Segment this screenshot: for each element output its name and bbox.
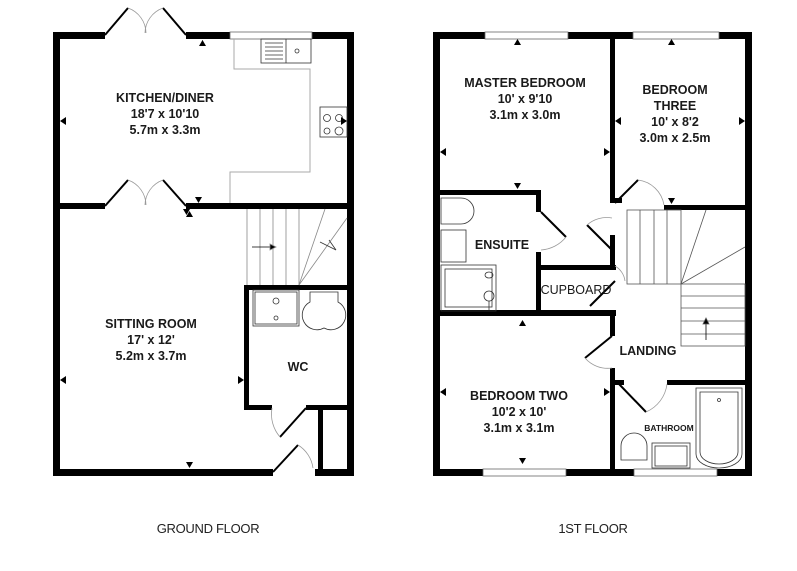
ground-floor-walls — [53, 32, 354, 476]
floor-title-first: 1ST FLOOR — [558, 521, 628, 536]
room-size-imperial: 10'2 x 10' — [491, 405, 547, 419]
room-label-cupboard: CUPBOARD — [541, 282, 612, 298]
room-label-ensuite: ENSUITE — [475, 237, 529, 253]
room-label-bedroom-two: BEDROOM TWO 10'2 x 10' 3.1m x 3.1m — [470, 388, 568, 436]
room-label-landing: LANDING — [620, 343, 677, 359]
room-size-metric: 5.2m x 3.7m — [115, 349, 187, 363]
room-size-imperial: 17' x 12' — [127, 333, 175, 347]
kitchen-sink-icon — [260, 38, 312, 64]
room-size-metric: 3.1m x 3.0m — [489, 108, 561, 122]
room-label-sitting-room: SITTING ROOM 17' x 12' 5.2m x 3.7m — [105, 316, 197, 364]
room-label-bathroom: BATHROOM — [644, 420, 693, 436]
room-name: ENSUITE — [474, 238, 530, 252]
room-name: WC — [287, 360, 309, 374]
ground-floor-doors — [104, 7, 307, 473]
room-name: BATHROOM — [644, 423, 694, 433]
room-name: KITCHEN/DINER — [116, 91, 214, 105]
first-stairs-icon — [626, 209, 746, 347]
room-label-master-bedroom: MASTER BEDROOM 10' x 9'10 3.1m x 3.0m — [464, 75, 586, 123]
room-name: MASTER BEDROOM — [464, 76, 586, 90]
room-label-kitchen-diner: KITCHEN/DINER 18'7 x 10'10 5.7m x 3.3m — [116, 90, 214, 138]
room-label-wc: WC — [288, 359, 309, 375]
room-size-imperial: 10' x 8'2 — [651, 115, 699, 129]
room-size-imperial: 10' x 9'10 — [497, 92, 553, 106]
room-label-bedroom-three: BEDROOM THREE 10' x 8'2 3.0m x 2.5m — [640, 82, 711, 146]
room-name: BEDROOM — [642, 83, 708, 97]
room-name: LANDING — [619, 344, 677, 358]
room-size-metric: 3.0m x 2.5m — [639, 131, 711, 145]
first-floor-walls — [433, 32, 752, 476]
hob-icon — [319, 106, 348, 138]
floor-title-ground: GROUND FLOOR — [156, 521, 260, 536]
ground-stairs-icon — [246, 208, 348, 286]
room-size-metric: 3.1m x 3.1m — [483, 421, 555, 435]
room-name-line2: THREE — [653, 99, 697, 113]
room-name: BEDROOM TWO — [470, 389, 568, 403]
room-size-imperial: 18'7 x 10'10 — [130, 107, 200, 121]
room-name: SITTING ROOM — [105, 317, 197, 331]
room-name: CUPBOARD — [540, 283, 612, 297]
room-size-metric: 5.7m x 3.3m — [129, 123, 201, 137]
